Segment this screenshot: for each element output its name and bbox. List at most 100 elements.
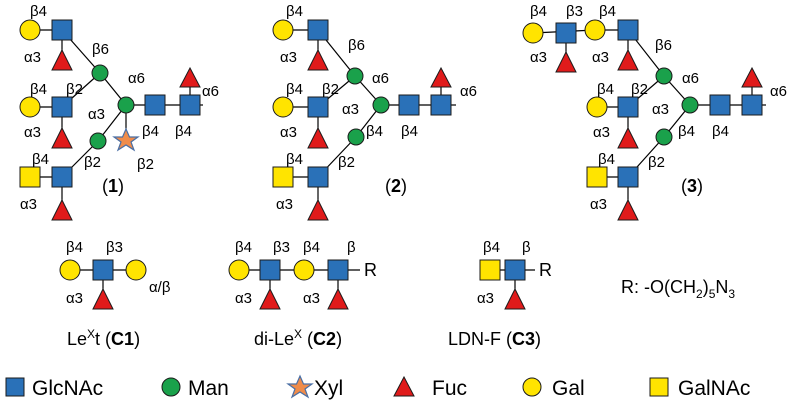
- compound-label: LeXt (C1): [67, 327, 140, 349]
- xyl-star: [112, 127, 140, 152]
- linkage-label: β4: [235, 239, 252, 256]
- man-circle: [117, 96, 135, 114]
- r-definition: R: -O(CH2)5N3: [621, 277, 735, 301]
- linkage-label: β3: [106, 239, 123, 256]
- man-circle: [372, 96, 390, 114]
- glcnac-square: [92, 259, 114, 281]
- linkage-label: β4: [530, 3, 547, 20]
- linkage-label: α6: [460, 83, 477, 100]
- linkage-label: α3: [24, 49, 41, 66]
- glcnac-legend-icon: [5, 377, 25, 397]
- linkage-label: β4: [366, 123, 383, 140]
- fuc-triangle: [51, 126, 73, 149]
- linkage-label: β2: [66, 81, 83, 98]
- fuc-triangle: [741, 66, 763, 88]
- glcnac-square: [144, 94, 166, 116]
- linkage-label: β2: [338, 154, 355, 171]
- gal-circle: [272, 96, 294, 118]
- glcnac-square: [307, 19, 329, 41]
- r-label: R: [364, 260, 377, 280]
- fuc-triangle: [92, 287, 114, 310]
- linkage-label: α3: [590, 196, 607, 213]
- gal-circle: [293, 259, 315, 281]
- linkage-label: β4: [597, 81, 614, 98]
- linkage-label: β3: [566, 3, 583, 20]
- linkage-label: α3: [280, 124, 297, 141]
- legend-label: Gal: [552, 377, 585, 400]
- linkage-label: α6: [682, 70, 699, 87]
- linkage-label: α3: [652, 101, 669, 118]
- glcnac-square: [398, 94, 420, 116]
- linkage-label: α3: [342, 101, 359, 118]
- glcnac-square: [617, 166, 639, 188]
- glcnac-square: [430, 94, 452, 116]
- linkage-label: β2: [648, 154, 665, 171]
- fuc-triangle: [307, 126, 329, 149]
- man-legend-icon: [161, 377, 181, 397]
- linkage-label: β4: [678, 123, 695, 140]
- glcnac-square: [617, 19, 639, 41]
- gal-circle: [19, 96, 41, 118]
- linkage-label: α3: [530, 49, 547, 66]
- linkage-label: β4: [142, 123, 159, 140]
- compound-label: LDN-F (C3): [448, 329, 541, 349]
- fuc-legend-icon: [393, 375, 415, 397]
- linkage-label: β2: [84, 154, 101, 171]
- linkage-label: β: [347, 239, 356, 256]
- gal-circle: [228, 259, 250, 281]
- linkage-label: β4: [286, 151, 303, 168]
- linkage-label: α3: [235, 290, 252, 307]
- fuc-triangle: [327, 287, 349, 310]
- structure-1: β4 α3 β6 β4 β2 α6 α3 α3 β4 β4 α6 β4 β2 β…: [19, 3, 219, 221]
- fuc-triangle: [307, 198, 329, 221]
- compound-c2: β4 β3 β4 β α3 α3 R di-LeX (C2): [228, 239, 377, 349]
- linkage-label: β4: [401, 123, 418, 140]
- glcnac-square: [504, 259, 526, 281]
- fuc-triangle: [51, 198, 73, 221]
- linkage-label: α3: [88, 106, 105, 123]
- linkage-label: β4: [286, 81, 303, 98]
- linkage-label: β4: [303, 239, 320, 256]
- gal-legend-icon: [522, 377, 542, 397]
- compound-c1: β4 β3 α3 α/β LeXt (C1): [59, 239, 171, 349]
- structure-label: (2): [385, 176, 407, 196]
- linkage-label: α6: [372, 70, 389, 87]
- linkage-label: β3: [273, 239, 290, 256]
- glcnac-square: [51, 19, 73, 41]
- linkage-label: α3: [592, 49, 609, 66]
- glcnac-square: [555, 22, 577, 44]
- fuc-triangle: [307, 48, 329, 71]
- fuc-triangle: [555, 50, 577, 73]
- fuc-triangle: [259, 287, 281, 310]
- fuc-triangle: [617, 126, 639, 149]
- glcnac-square: [51, 166, 73, 188]
- linkage-label: β4: [30, 3, 47, 20]
- linkage-label: β4: [286, 3, 303, 20]
- glcnac-square: [179, 94, 201, 116]
- gal-circle: [522, 22, 544, 44]
- linkage-label: β2: [137, 156, 154, 173]
- glcnac-square: [617, 96, 639, 118]
- fuc-triangle: [617, 198, 639, 221]
- legend-label: Xyl: [314, 377, 343, 400]
- glcnac-square: [741, 94, 763, 116]
- linkage-label: α/β: [149, 279, 171, 296]
- fuc-triangle: [430, 66, 452, 88]
- linkage-label: β4: [483, 239, 500, 256]
- gal-circle: [125, 259, 147, 281]
- gal-circle: [272, 19, 294, 41]
- legend-label: Man: [188, 377, 229, 400]
- linkage-label: β4: [598, 151, 615, 168]
- linkage-label: β: [522, 239, 531, 256]
- galnac-square: [479, 259, 501, 281]
- man-circle: [91, 64, 109, 82]
- linkage-label: α3: [24, 124, 41, 141]
- linkage-label: β4: [32, 151, 49, 168]
- galnac-square: [19, 166, 41, 188]
- fuc-triangle: [51, 48, 73, 71]
- structure-3: β4 β3 β4 α3 α3 β6 β4 β2 α6 α3 α3 β4 β4 α…: [522, 3, 787, 221]
- man-circle: [347, 128, 365, 146]
- linkage-label: β6: [655, 37, 672, 54]
